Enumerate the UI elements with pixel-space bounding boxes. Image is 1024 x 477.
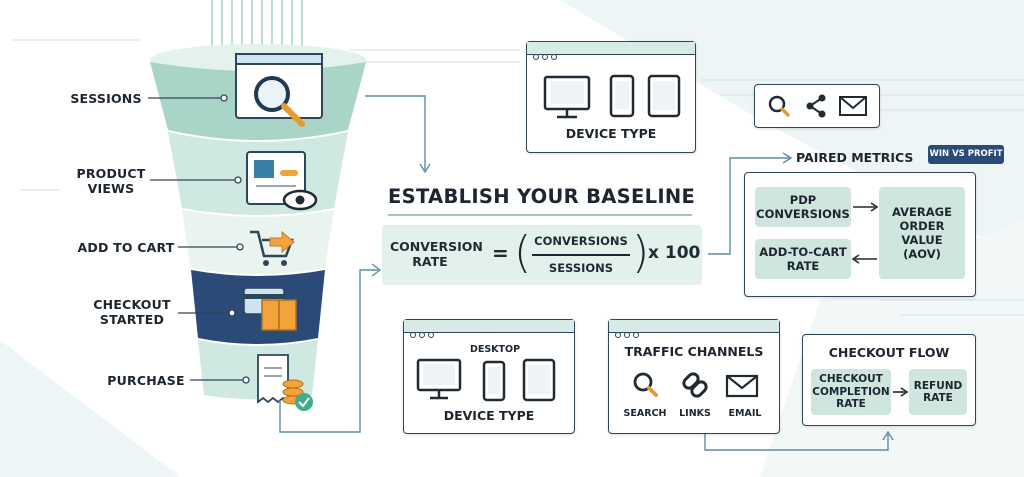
formula-numerator: CONVERSIONS bbox=[534, 234, 628, 248]
formula-paren-right: ) bbox=[632, 227, 650, 278]
aov-box: AVERAGE ORDER VALUE (AOV) bbox=[879, 187, 965, 279]
pdp-conversions-box: PDP CONVERSIONS bbox=[755, 187, 851, 227]
stage-label-checkout-started: CHECKOUT STARTED bbox=[93, 297, 171, 327]
link-icon bbox=[682, 372, 708, 398]
checkout-flow-card: CHECKOUT FLOW CHECKOUT COMPLETION RATE R… bbox=[802, 334, 976, 426]
browser-search-icon bbox=[235, 53, 323, 127]
funnel-stage-add-to-cart bbox=[182, 210, 334, 274]
tablet-icon bbox=[522, 358, 556, 402]
email-icon bbox=[725, 374, 759, 398]
tablet-icon bbox=[647, 74, 681, 118]
traffic-item-email: EMAIL bbox=[728, 408, 762, 419]
formula-denominator: SESSIONS bbox=[548, 261, 614, 275]
connector-lines bbox=[279, 95, 894, 451]
monitor-icon bbox=[543, 75, 591, 119]
formula-box: CONVERSION RATE = ( CONVERSIONS SESSIONS… bbox=[382, 225, 702, 285]
share-icons bbox=[768, 94, 867, 118]
funnel-streams bbox=[211, 0, 303, 48]
formula-label: CONVERSION RATE bbox=[390, 239, 483, 269]
traffic-channels-card: TRAFFIC CHANNELS SEARCH LINKS EMAIL bbox=[608, 319, 780, 434]
background-shape bbox=[0, 340, 180, 477]
traffic-item-links: LINKS bbox=[679, 408, 711, 419]
paired-metrics-card: PDP CONVERSIONS ADD-TO-CART RATE AVERAGE… bbox=[744, 172, 976, 297]
baseline-title: ESTABLISH YOUR BASELINE bbox=[388, 185, 696, 208]
stage-label-sessions: SESSIONS bbox=[70, 91, 142, 106]
phone-icon bbox=[609, 74, 635, 118]
monitor-icon bbox=[416, 358, 462, 400]
device-icons-bottom bbox=[416, 358, 556, 402]
share-icons-box bbox=[754, 84, 880, 128]
device-type-card-bottom: DESKTOP DEVICE TYPE bbox=[403, 319, 575, 434]
checkout-flow-title: CHECKOUT FLOW bbox=[828, 345, 950, 360]
stage-pointers bbox=[148, 94, 250, 384]
device-type-card-top: DEVICE TYPE bbox=[526, 41, 696, 153]
refund-rate-box: REFUND RATE bbox=[909, 369, 967, 415]
phone-icon bbox=[482, 360, 506, 402]
search-icon bbox=[633, 372, 658, 397]
stage-label-purchase: PURCHASE bbox=[107, 373, 185, 388]
win-vs-profit-badge: WIN VS PROFIT bbox=[928, 145, 1004, 164]
stage-label-product-views: PRODUCT VIEWS bbox=[76, 166, 146, 196]
paired-metrics-title: PAIRED METRICS bbox=[796, 150, 914, 165]
traffic-channels-title: TRAFFIC CHANNELS bbox=[624, 344, 764, 359]
traffic-icons bbox=[633, 372, 759, 398]
receipt-coins-icon bbox=[257, 354, 313, 411]
badge-text: WIN VS PROFIT bbox=[929, 149, 1003, 159]
stage-label-add-to-cart: ADD TO CART bbox=[77, 240, 175, 255]
traffic-item-search: SEARCH bbox=[623, 408, 667, 419]
device-icons bbox=[543, 74, 681, 119]
formula-fraction-bar bbox=[532, 254, 630, 256]
cart-icon bbox=[250, 230, 295, 266]
add-to-cart-rate-box: ADD-TO-CART RATE bbox=[755, 239, 851, 279]
paired-arrows bbox=[851, 202, 879, 264]
baseline-underline bbox=[388, 214, 692, 216]
product-page-icon bbox=[246, 151, 318, 211]
share-icon bbox=[806, 94, 826, 118]
email-icon bbox=[839, 96, 867, 116]
device-type-label-bottom: DEVICE TYPE bbox=[443, 408, 535, 423]
formula-paren-left: ( bbox=[514, 227, 532, 278]
formula-multiplier: x 100 bbox=[648, 243, 701, 263]
checkout-arrow bbox=[893, 387, 909, 397]
search-icon bbox=[768, 95, 790, 117]
device-type-label-top: DEVICE TYPE bbox=[565, 126, 657, 141]
checkout-completion-box: CHECKOUT COMPLETION RATE bbox=[811, 369, 891, 415]
card-box-icon bbox=[243, 287, 297, 331]
desktop-label: DESKTOP bbox=[469, 344, 521, 355]
formula-equals: = bbox=[492, 241, 509, 265]
